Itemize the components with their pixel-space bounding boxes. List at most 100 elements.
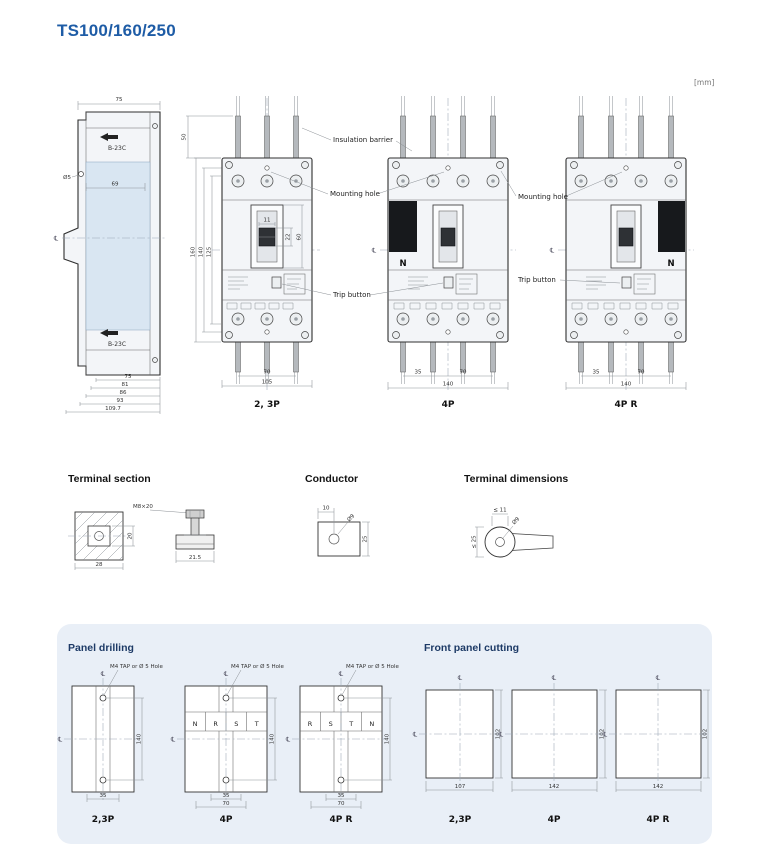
dim-label: 102 [496,729,502,740]
dim-label: 109.7 [105,406,121,412]
dim-label: Ø5 [63,174,71,181]
dim-label: 142 [653,784,664,790]
dim-label: 125 [207,246,213,257]
dim-label: 11 [264,218,271,224]
dim-label: 22 [286,234,292,241]
mounting-hole [445,329,451,335]
dim-label: 102 [600,729,606,740]
section-title: Terminal section [68,473,151,485]
front-view-4p: ℄ N 35 70 140 4P [372,96,516,410]
drill-hole [337,694,345,702]
dim-label: 60 [297,233,303,240]
neutral-pole-label: N [667,259,674,269]
handle [610,204,642,269]
dim-label: 69 [112,182,119,188]
dim-label: 70 [338,801,345,807]
dim-label: 140 [137,733,143,744]
dim-label: 35 [223,793,230,799]
dim-label: 142 [549,784,560,790]
dim-label: 102 [703,729,709,740]
panel-drilling-title: Panel drilling [68,642,134,654]
side-tag-bottom: B-23C [108,341,126,348]
centerline-symbol: ℄ [603,731,608,739]
centerline-symbol: ℄ [339,670,344,678]
annotation-mounting-hole: Mounting hole [330,190,380,198]
tap-note: M4 TAP or Ø 5 Hole [110,663,163,670]
dim-label: ≤ 11 [493,508,506,514]
dim-label: 70 [264,370,271,376]
phase-label: R [308,720,313,728]
centerline-symbol: ℄ [458,674,463,682]
tap-note: M4 TAP or Ø 5 Hole [346,663,399,670]
figure-caption: 4P R [330,815,353,825]
terminal-bolt-side [175,509,215,550]
dim-label: 28 [96,562,103,568]
view-caption: 2, 3P [254,400,280,410]
dim-label: 140 [199,246,205,257]
annotation-trip-button: Trip button [332,291,371,299]
dim-label: 21.5 [189,555,202,561]
handle [432,204,464,269]
dim-label: 35 [338,793,345,799]
tap-note: M4 TAP or Ø 5 Hole [231,663,284,670]
dark-cover [389,201,417,252]
neutral-pole-label: N [399,259,406,269]
annotation-insulation-barrier: Insulation barrier [333,136,393,144]
annotation-trip-button: Trip button [517,276,556,284]
centerline-symbol: ℄ [413,731,418,739]
dim-label: 20 [128,532,134,539]
conductor-figure: Conductor 10 Ø9 25 [305,473,370,557]
dim-label: Ø9 [511,515,522,526]
phase-label: N [369,720,374,728]
dim-label: 81 [122,382,129,388]
dim-label: 105 [262,380,273,386]
figure-caption: 2,3P [92,815,115,825]
drill-hole [222,776,230,784]
dim-label: 10 [323,506,330,512]
front-panel-cutting-figures: Front panel cutting ℄ ℄ 107 102 2,3P ℄ ℄… [413,642,710,825]
dim-label: 70 [223,801,230,807]
figure-caption: 4P [548,815,561,825]
drill-hole [337,776,345,784]
dim-label: 35 [100,793,107,799]
units-label: [mm] [694,78,715,87]
centerline-symbol: ℄ [54,235,59,243]
page-title: TS100/160/250 [57,21,176,40]
front-panel-cutting-title: Front panel cutting [424,642,519,654]
phase-label: R [213,720,218,728]
section-title: Terminal dimensions [464,473,568,485]
centerline-symbol: ℄ [550,247,555,255]
centerline-symbol: ℄ [372,247,377,255]
phase-label: S [234,720,238,728]
mounting-hole [264,165,270,171]
dim-label: 107 [455,784,466,790]
rating-label [283,273,306,295]
centerline-symbol: ℄ [656,674,661,682]
annotation-mounting-hole: Mounting hole [518,193,568,201]
mounting-hole [445,165,451,171]
view-caption: 4P [442,400,455,410]
dim-label: 75 [125,374,132,380]
drilling-4p: N R S T ℄ ℄ M4 TAP or Ø 5 Hole 35 70 140… [171,663,285,825]
front-view-2-3p: 11 22 60 70 105 2, 3P [212,96,320,410]
terminal-dimensions-figure: Terminal dimensions ≤ 11 Ø9 ≤ 25 [464,473,568,558]
mounting-hole [623,329,629,335]
rating-label [455,273,478,295]
drilling-4pr: R S T N ℄ ℄ M4 TAP or Ø 5 Hole 35 70 140… [286,663,400,825]
figure-caption: 2,3P [449,815,472,825]
mounting-hole [623,165,629,171]
rating-label [633,273,656,295]
phase-label: N [193,720,198,728]
trip-button [443,276,454,289]
dark-cover [658,201,685,252]
cutting-4p: ℄ ℄ 142 102 4P [499,674,607,825]
side-view: 75 Ø5 69 B-23C B-23C ℄ 75 81 86 93 109.7 [54,97,166,414]
dim-label: 140 [270,733,276,744]
centerline-symbol: ℄ [286,736,291,744]
dim-label: 140 [443,382,454,388]
mounting-hole [264,329,270,335]
dim-label: 35 [593,370,600,376]
trip-button [271,276,282,289]
centerline-symbol: ℄ [171,736,176,744]
